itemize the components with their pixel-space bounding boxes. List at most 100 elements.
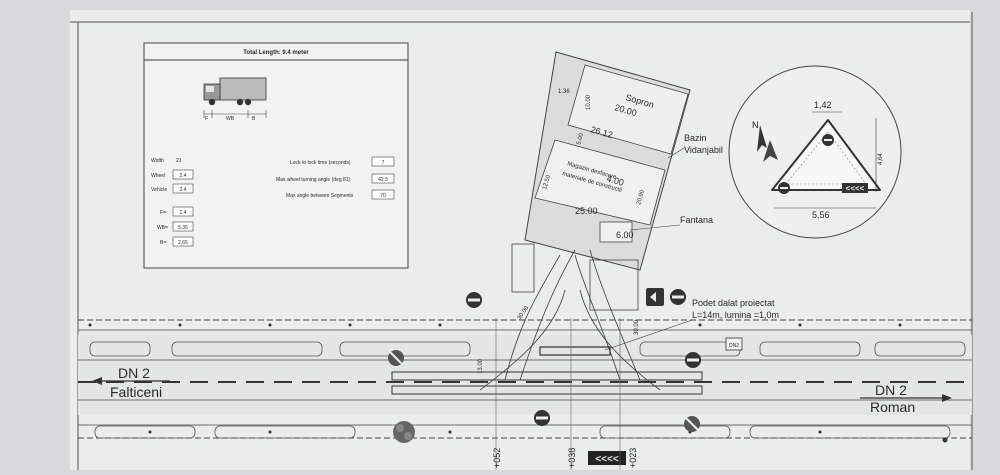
dim-600: 6.00 (616, 230, 634, 240)
lock-time-label: Lock to lock time (seconds) (290, 160, 351, 166)
top-dim: 1,42 (814, 100, 832, 110)
podet-label-1: Podet dalat proiectat (692, 298, 775, 308)
dim-wb-label: WB (226, 116, 235, 122)
no-entry-sign-icon (822, 134, 834, 146)
wheel-angle-value: 42.5 (378, 177, 388, 183)
height-dim: 4,64 (878, 153, 884, 165)
no-left-turn-sign-icon (388, 350, 404, 366)
left-road-label: DN 2 (118, 365, 150, 381)
utility-posts (88, 323, 948, 443)
f-box (172, 206, 194, 217)
dim-1300: 13.00 (478, 358, 484, 374)
ditch-segment (89, 341, 151, 357)
acceleration-lane (391, 385, 703, 395)
dim-1250: 12.50 (542, 174, 552, 191)
wheel-value: 2.4 (180, 173, 187, 179)
vehicle-spec-table: Total Length: 9.4 meter F WB B Width 21 … (143, 42, 409, 269)
fantana-label: Fantana (680, 215, 713, 225)
plan-annotations: Bazin Vidanjabil Fantana Podet dalat pro… (604, 133, 779, 351)
width-label: Width (151, 158, 164, 164)
vehicle-box (172, 183, 194, 194)
dim-b-label: B (252, 116, 256, 122)
magazin-building (534, 139, 666, 226)
right-road-label: DN 2 (875, 382, 907, 398)
f-value: 1.4 (180, 210, 187, 216)
ditch-segment (874, 341, 966, 357)
wb-value: 5.35 (178, 225, 188, 231)
ditch-segment (339, 341, 471, 357)
direction-falticeni: DN 2 Falticeni (92, 365, 170, 400)
island-inner-edge (785, 131, 867, 185)
fantana-well (599, 221, 633, 243)
priority-sign-icon (646, 288, 664, 306)
no-left-turn-sign-icon (684, 416, 700, 432)
no-entry-sign-icon (466, 292, 482, 308)
triangle-island (771, 119, 881, 191)
site-parcel: Sopron 20.00 1.36 10.00 26.12 5.00 Magaz… (478, 51, 691, 391)
road-surface (78, 335, 972, 415)
turning-path (579, 289, 661, 391)
turning-path (589, 249, 641, 381)
right-arrow-icon (942, 394, 952, 402)
chevron-text: <<<< (595, 454, 619, 465)
dim-500: 5.00 (576, 132, 585, 146)
parking-bays-right (589, 259, 639, 311)
road-dn2: DN 2 Falticeni DN 2 Roman (78, 319, 972, 443)
no-entry-sign-icon (534, 410, 550, 426)
dim-400: 4.00 (605, 173, 625, 187)
left-arrow-icon (92, 377, 102, 385)
ditch-segment (599, 425, 731, 439)
detail-chevron-text: <<<< (846, 184, 865, 193)
f-label: F= (160, 210, 166, 216)
podet-label-2: L=14m, lumina =1,0m (692, 310, 779, 320)
wheel-angle-box (371, 173, 395, 184)
left-city-label: Falticeni (110, 384, 162, 400)
turning-path (479, 289, 566, 391)
dim-f-label: F (205, 116, 208, 122)
truck-icon (203, 77, 267, 118)
small-sign-text: DN2 (729, 343, 739, 349)
bazin-label: Bazin (684, 133, 707, 143)
no-entry-sign-icon (685, 352, 701, 368)
fantana-leader (629, 224, 681, 231)
dim-3000-right: 30.00 (634, 319, 640, 335)
sign-detail: <<<< 5,56 4,64 1,42 N (728, 65, 902, 239)
spec-title: Total Length: 9.4 meter (243, 50, 309, 56)
bazin-leader (667, 147, 685, 159)
chevron-sign-icon: <<<< (842, 183, 868, 193)
wheel-angle-label: Max wheel turning angle (deg 81) (276, 177, 351, 183)
lock-time-value: 7 (382, 160, 385, 166)
vehicle-label: Vehicle (151, 187, 167, 193)
lock-time-box (371, 156, 395, 167)
spec-table-frame (143, 42, 409, 269)
north-label: N (752, 120, 759, 130)
turning-path (504, 254, 561, 381)
no-entry-sign-icon (778, 182, 790, 194)
segment-angle-value: 70 (380, 193, 386, 199)
wheel-box (172, 169, 194, 180)
ditch-segment (94, 425, 196, 439)
b-value: 2.65 (178, 240, 188, 246)
station-markers: +052 +038 +023 (492, 318, 638, 470)
chevron-sign-icon: <<<< (588, 451, 626, 465)
sopron-area (567, 64, 689, 155)
dim-1000: 10.00 (586, 94, 592, 110)
vehicle-value: 2.4 (180, 187, 187, 193)
station-023: +023 (628, 448, 638, 468)
width-value: 21 (176, 158, 182, 164)
podet-leader (604, 319, 693, 351)
segment-angle-box (371, 189, 395, 200)
turning-path (574, 254, 621, 381)
wb-label: WB= (157, 225, 168, 231)
ditch-segment (171, 341, 323, 357)
right-city-label: Roman (870, 399, 915, 415)
wb-box (172, 221, 194, 232)
direction-roman: DN 2 Roman (860, 382, 952, 415)
dim-2500: 25.00 (575, 206, 598, 216)
traffic-signs: DN2 <<<< (388, 288, 743, 465)
turning-path (519, 249, 576, 381)
station-052: +052 (492, 448, 502, 468)
segment-angle-label: Max angle between Segments (286, 193, 354, 199)
